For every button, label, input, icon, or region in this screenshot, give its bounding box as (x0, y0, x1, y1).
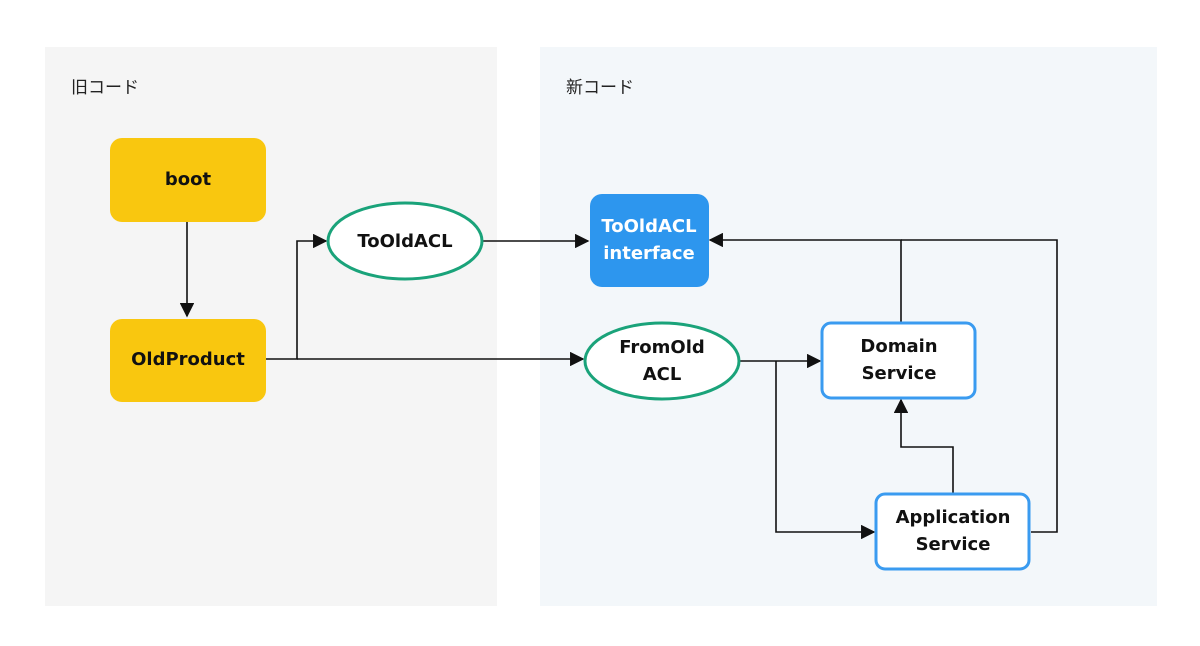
domainservice-label-line1: Domain (860, 336, 937, 357)
new-code-title: 新コード (566, 78, 634, 98)
edge-fromoldacl-to-applicationservice (775, 361, 876, 540)
tooldacl-label: ToOldACL (357, 231, 452, 252)
applicationservice-node: Application Service (874, 492, 1031, 571)
domainservice-node: Domain Service (820, 321, 977, 400)
domainservice-label-line2: Service (862, 363, 937, 384)
fromoldacl-label-line2: ACL (643, 364, 682, 385)
edge-applicationservice-to-interface (901, 239, 1058, 533)
interface-label-line2: interface (603, 243, 695, 264)
fromoldacl-node: FromOld ACL (583, 321, 741, 401)
interface-label-line1: ToOldACL (601, 216, 696, 237)
tooldacl-node: ToOldACL (326, 201, 484, 281)
tooldacl-interface-node: ToOldACL interface (590, 194, 709, 287)
applicationservice-label-line2: Service (916, 534, 991, 555)
edge-applicationservice-to-domainservice (893, 398, 954, 493)
oldproduct-node: OldProduct (110, 319, 266, 402)
oldproduct-label: OldProduct (131, 349, 245, 370)
edge-domainservice-to-interface (708, 232, 902, 322)
boot-node: boot (110, 138, 266, 222)
applicationservice-label-line1: Application (896, 507, 1011, 528)
edge-oldproduct-to-tooldacl (266, 233, 328, 360)
old-code-title: 旧コード (71, 78, 139, 98)
connectors (179, 222, 1058, 540)
boot-label: boot (165, 169, 212, 190)
fromoldacl-label-line1: FromOld (619, 337, 705, 358)
